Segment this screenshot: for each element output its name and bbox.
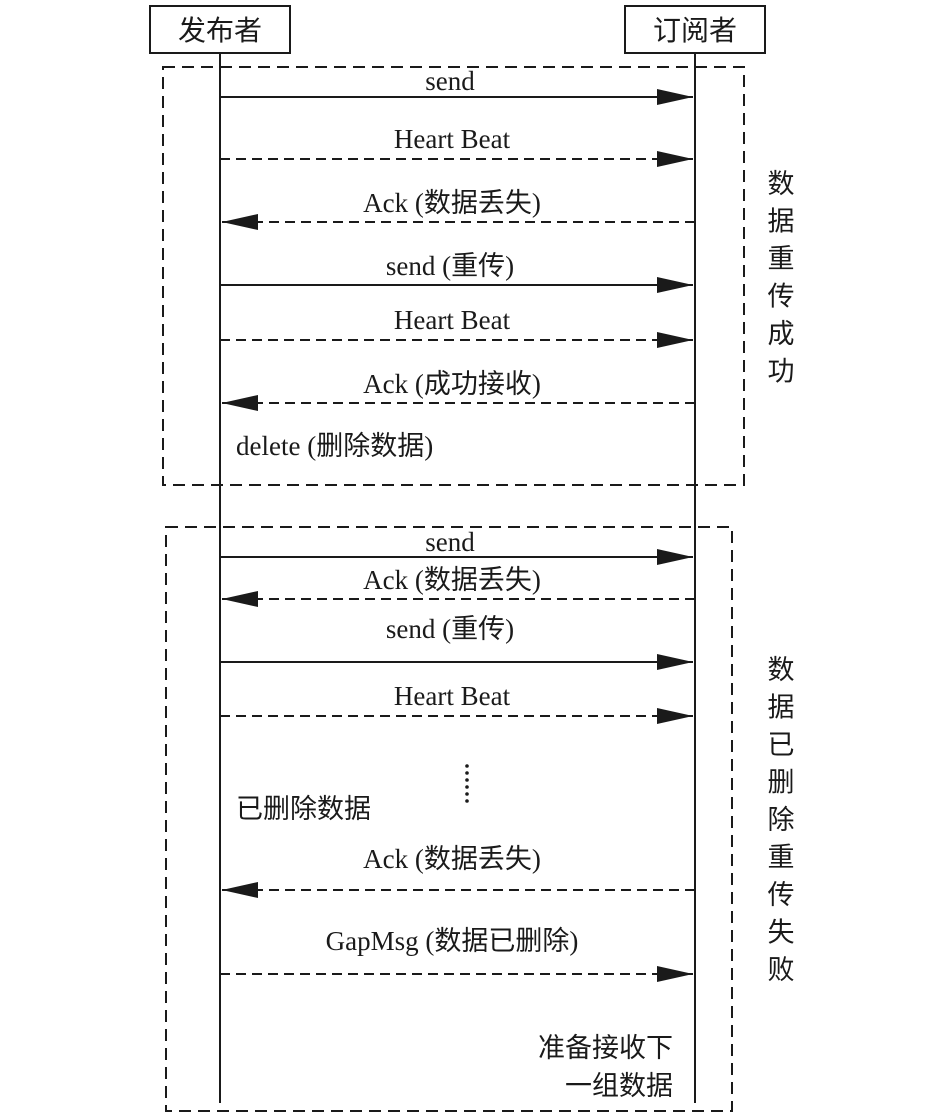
group2-message-ack-lost-label: Ack (数据丢失) <box>363 565 541 595</box>
side2-text: 数据已删除重传失败 <box>768 655 795 986</box>
group2-message-heartbeat: Heart Beat <box>220 681 693 724</box>
group1-message-send: send <box>220 66 693 105</box>
group2-note-next-line1: 准备接收下 <box>538 1033 673 1064</box>
ellipsis-dots <box>465 764 469 803</box>
group2-message-send-retransmit-label: send (重传) <box>386 614 514 644</box>
group2-message-gapmsg: GapMsg (数据已删除) <box>220 926 693 982</box>
group1-message-heartbeat-2-label: Heart Beat <box>394 305 511 335</box>
group2-message-ack-lost-2: Ack (数据丢失) <box>222 844 695 898</box>
group1-message-heartbeat-2: Heart Beat <box>220 305 693 348</box>
actor-publisher-label: 发布者 <box>178 14 262 47</box>
group1-message-ack-lost-label: Ack (数据丢失) <box>363 188 541 218</box>
group2-side-label: 数据已删除重传失败 <box>768 655 795 986</box>
group1-message-send-label: send <box>425 66 475 96</box>
group2-message-send-retransmit: send (重传) <box>220 614 693 670</box>
group2-message-ack-lost-2-label: Ack (数据丢失) <box>363 844 541 874</box>
group1-message-heartbeat: Heart Beat <box>220 124 693 167</box>
group1-message-send-retransmit-label: send (重传) <box>386 251 514 281</box>
group-frame-retransmit-failed <box>165 526 733 1112</box>
group2-note-deleted: 已删除数据 <box>236 794 371 825</box>
actor-publisher: 发布者 <box>149 5 291 54</box>
actor-subscriber-label: 订阅者 <box>653 14 737 47</box>
group1-message-ack-received-label: Ack (成功接收) <box>363 369 541 399</box>
group1-side-label: 数据重传成功 <box>768 169 795 388</box>
group-frame-retransmit-success <box>162 66 745 486</box>
group2-message-ack-lost: Ack (数据丢失) <box>222 565 695 607</box>
group2-note-next-line2: 一组数据 <box>565 1071 673 1102</box>
group1-message-send-retransmit: send (重传) <box>220 251 693 293</box>
group1-note-delete: delete (删除数据) <box>236 431 433 461</box>
group2-message-gapmsg-label: GapMsg (数据已删除) <box>326 926 579 956</box>
group1-message-ack-received: Ack (成功接收) <box>222 369 695 411</box>
group2-message-send-label: send <box>425 527 475 557</box>
side1-text: 数据重传成功 <box>768 169 795 388</box>
actor-subscriber: 订阅者 <box>624 5 766 54</box>
group1-message-heartbeat-label: Heart Beat <box>394 124 511 154</box>
group2-message-heartbeat-label: Heart Beat <box>394 681 511 711</box>
group1-message-ack-lost: Ack (数据丢失) <box>222 188 695 230</box>
group2-message-send: send <box>220 527 693 565</box>
